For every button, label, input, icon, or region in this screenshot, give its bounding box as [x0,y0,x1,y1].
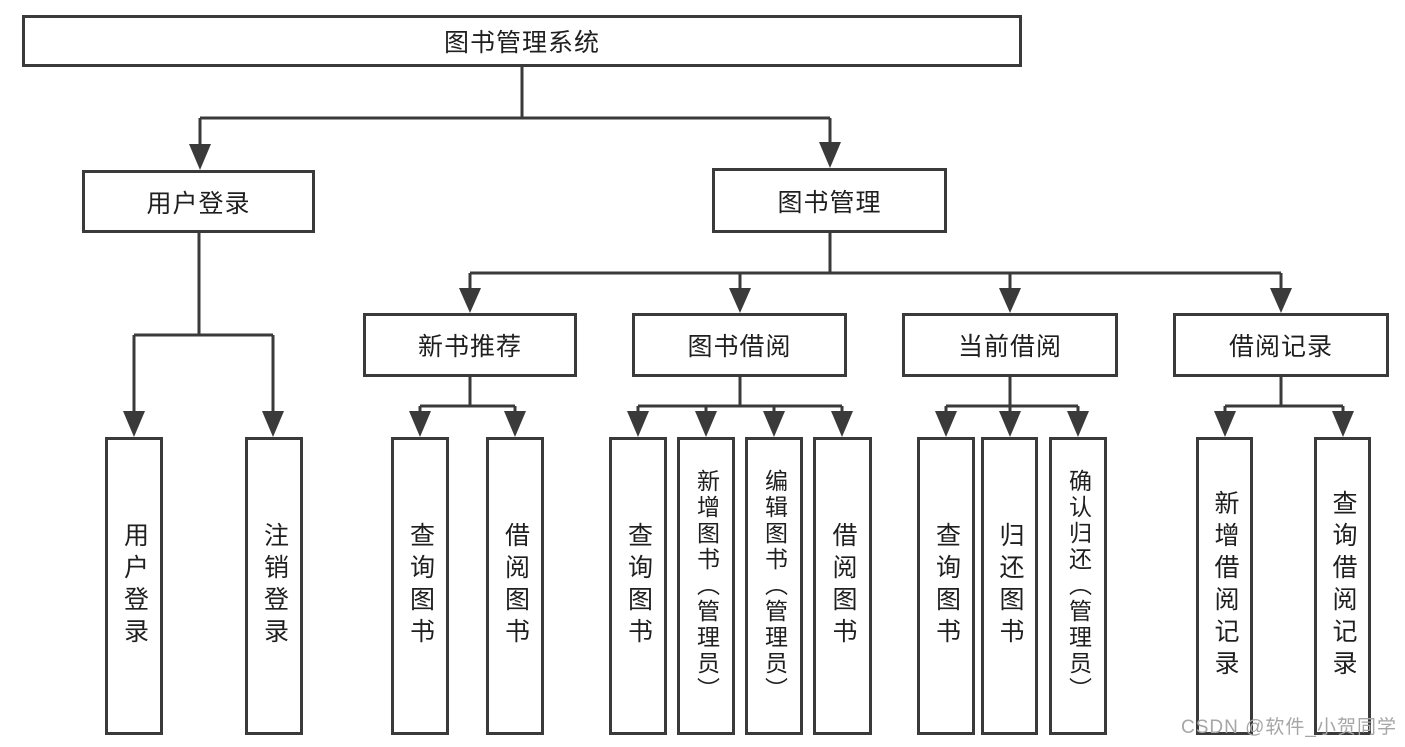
leaf-current-query-books: 查询图书 [917,437,975,735]
leaf-borrow-query-books-label: 查询图书 [624,522,653,650]
leaf-confirm-return-admin-label: 确认归还（管理员） [1065,469,1092,703]
leaf-recommend-borrow-books: 借阅图书 [486,437,544,735]
leaf-return-books: 归还图书 [981,437,1038,735]
leaf-recommend-query-books: 查询图书 [391,437,449,735]
leaf-confirm-return-admin: 确认归还（管理员） [1049,437,1107,735]
node-borrow-records: 借阅记录 [1173,313,1389,377]
leaf-recommend-borrow-books-label: 借阅图书 [501,522,530,650]
leaf-recommend-query-books-label: 查询图书 [406,522,435,650]
leaf-borrow-query-books: 查询图书 [609,437,667,735]
node-user-login-label: 用户登录 [146,189,251,218]
leaf-add-borrow-record: 新增借阅记录 [1196,437,1253,735]
arrowheads [123,142,1354,437]
node-book-borrow-label: 图书借阅 [687,333,792,361]
node-user-login: 用户登录 [82,170,315,233]
leaf-logout-label: 注销登录 [260,522,289,650]
leaf-add-books-admin-label: 新增图书（管理员） [693,469,720,703]
leaf-user-login-label: 用户登录 [120,522,149,650]
leaf-edit-books-admin: 编辑图书（管理员） [745,437,803,735]
leaf-logout: 注销登录 [245,437,303,735]
leaf-edit-books-admin-label: 编辑图书（管理员） [761,469,788,703]
node-new-book-recommend-label: 新书推荐 [417,333,522,361]
leaf-query-borrow-record: 查询借阅记录 [1314,437,1371,735]
node-book-borrow: 图书借阅 [632,313,847,377]
csdn-watermark: CSDN @软件_小贺同学 [1181,717,1397,738]
node-current-borrow: 当前借阅 [902,313,1118,377]
leaf-add-books-admin: 新增图书（管理员） [677,437,735,735]
node-root-label: 图书管理系统 [443,29,600,57]
node-current-borrow-label: 当前借阅 [957,333,1062,361]
node-borrow-records-label: 借阅记录 [1228,333,1333,361]
node-book-management-label: 图书管理 [777,188,882,217]
leaf-borrow-books: 借阅图书 [813,437,872,735]
leaf-add-borrow-record-label: 新增借阅记录 [1211,490,1239,682]
leaf-query-borrow-record-label: 查询借阅记录 [1329,490,1357,682]
leaf-user-login: 用户登录 [105,437,163,735]
leaf-borrow-books-label: 借阅图书 [829,522,857,650]
leaf-return-books-label: 归还图书 [996,522,1024,650]
node-book-management: 图书管理 [712,168,947,233]
leaf-current-query-books-label: 查询图书 [932,522,961,650]
node-new-book-recommend: 新书推荐 [363,313,577,377]
node-root: 图书管理系统 [22,15,1022,67]
